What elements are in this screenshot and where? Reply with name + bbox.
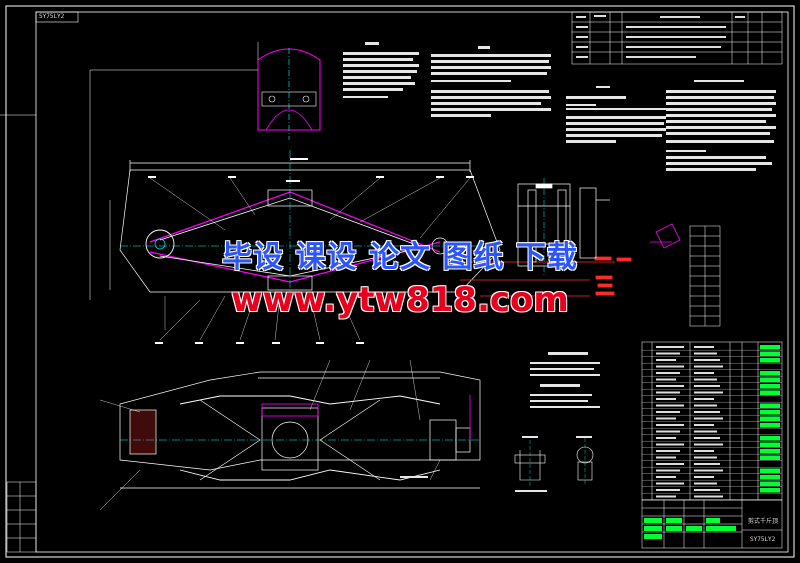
bom-row-name — [694, 359, 720, 361]
bom-row-code — [656, 359, 676, 361]
corner-label-box — [35, 11, 79, 23]
bom-row-name — [694, 411, 720, 413]
bom-row-material-cell — [760, 455, 780, 460]
bom-row-name — [694, 443, 723, 446]
outer-frame — [5, 5, 795, 558]
bom-row-name — [694, 352, 717, 355]
red-dimension-callouts — [460, 256, 632, 297]
bom-row-code — [656, 404, 684, 407]
bom-row-name — [694, 365, 723, 368]
bom-row-material-cell — [760, 488, 780, 493]
revision-table-text — [576, 15, 745, 58]
bom-row-code — [656, 489, 680, 491]
bom-row-material-cell — [760, 416, 780, 421]
bom-row-name — [694, 430, 717, 433]
bom-row-name — [694, 378, 717, 381]
notes-block-2 — [431, 46, 551, 117]
left-revision-strip — [6, 481, 37, 553]
bom-row-name — [694, 404, 717, 407]
plan-view — [99, 359, 481, 511]
bom-row-name — [694, 489, 720, 491]
bom-row-code — [656, 385, 684, 387]
bom-row-name — [694, 482, 717, 485]
watermark-url: www.ytw818.com — [231, 280, 569, 320]
bom-row-code — [656, 365, 684, 368]
bom-row-code — [656, 482, 684, 485]
notes-block-3 — [566, 86, 666, 143]
bom-row-name — [694, 424, 714, 426]
bom-row-material-cell — [760, 384, 780, 389]
bom-row-material-cell — [760, 403, 780, 408]
top-bracket-detail — [89, 42, 321, 300]
bom-row-code — [656, 450, 680, 452]
small-magenta-detail — [650, 223, 681, 249]
bom-row-material-cell — [760, 423, 780, 428]
bom-row-name — [694, 385, 720, 387]
bom-row-code — [656, 495, 676, 498]
bom-row-code — [656, 411, 680, 413]
side-view — [517, 178, 610, 276]
bom-row-name — [694, 463, 720, 465]
title-block-name: 剪式千斤顶 — [748, 518, 779, 525]
title-block-code: SY75LY2 — [750, 536, 776, 543]
front-elevation — [109, 150, 501, 341]
bom-row-name — [694, 417, 723, 420]
bom-row-material-cell — [760, 345, 780, 350]
bom-row-code — [656, 346, 684, 348]
parameters-block — [530, 352, 600, 408]
small-parts-table — [689, 225, 721, 327]
bom-row-code — [656, 437, 676, 439]
bom-row-name — [694, 398, 714, 400]
bom-row-name — [694, 437, 720, 439]
bom-row-name — [694, 476, 714, 478]
drawing-corner-label: SY75LY2 — [39, 13, 65, 20]
bom-row-material-cell — [760, 377, 780, 382]
bom-row-code — [656, 352, 680, 355]
bom-row-material-cell — [760, 351, 780, 356]
plan-view-detail-magenta — [261, 395, 471, 440]
bottom-detail-views — [514, 438, 594, 486]
bottom-detail-labels — [400, 436, 592, 492]
bom-row-code — [656, 463, 684, 465]
revision-table — [571, 11, 783, 65]
bom-row-code — [656, 398, 676, 400]
bom-row-material-cell — [760, 481, 780, 486]
bom-row-code — [656, 456, 676, 459]
bom-row-name — [694, 495, 723, 498]
notes-block-1 — [343, 42, 419, 98]
notes-block-4 — [666, 80, 776, 171]
bom-row-material-cell — [760, 442, 780, 447]
bom-row-code — [656, 391, 680, 394]
bom-row-material-cell — [760, 410, 780, 415]
bom-row-name — [694, 450, 714, 452]
bom-row-code — [656, 430, 680, 433]
bom-row-code — [656, 469, 680, 472]
watermark-text-chinese: 毕设 课设 论文 图纸 下载 — [222, 240, 578, 275]
bom-row-name — [694, 346, 714, 348]
bom-row-code — [656, 476, 676, 478]
bom-row-material-cell — [760, 436, 780, 441]
bom-row-material-cell — [760, 449, 780, 454]
bom-row-code — [656, 417, 676, 420]
front-elevation-leader-tags — [148, 158, 474, 344]
bom-row-material-cell — [760, 358, 780, 363]
title-block-green-cells — [644, 518, 736, 539]
bom-row-material-cell — [760, 371, 780, 376]
bom-row-material-cell — [760, 468, 780, 473]
bom-row-name — [694, 469, 723, 472]
inner-frame — [35, 11, 789, 553]
bom-row-code — [656, 443, 684, 446]
bom-row-name — [694, 456, 717, 459]
bom-row-code — [656, 378, 676, 381]
bom-row-name — [694, 391, 723, 394]
bom-row-material-cell — [760, 475, 780, 480]
title-block — [641, 499, 783, 549]
bom-row-code — [656, 424, 684, 426]
bom-rows — [642, 345, 782, 500]
bom-row-name — [694, 372, 714, 374]
bom-row-material-cell — [760, 390, 780, 395]
bom-row-code — [656, 372, 680, 374]
